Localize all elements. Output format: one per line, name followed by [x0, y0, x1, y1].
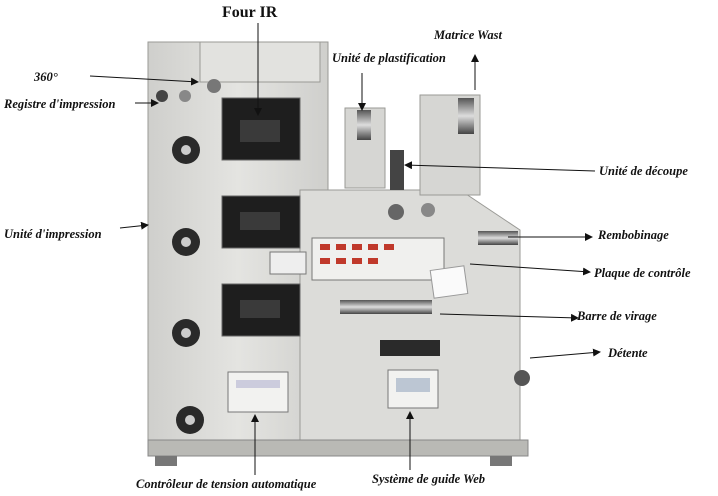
- control-panel: [269, 237, 469, 299]
- label-360: 360°: [34, 70, 58, 84]
- four-ir-label: Four IR: [222, 4, 278, 21]
- label-unite-impression: Unité d'impression: [4, 227, 102, 241]
- label-barre-virage: Barre de virage: [577, 309, 657, 323]
- label-unite-decoupe: Unité de découpe: [599, 164, 688, 178]
- label-guide-web: Système de guide Web: [372, 472, 486, 486]
- label-rembobinage: Rembobinage: [598, 228, 669, 242]
- label-plaque-controle: Plaque de contrôle: [594, 266, 691, 280]
- handwheels: [156, 79, 221, 434]
- label-detente: Détente: [608, 346, 648, 360]
- label-matrice-wast: Matrice Wast: [434, 28, 502, 42]
- label-controleur-tension: Contrôleur de tension automatique: [136, 477, 317, 491]
- print-unit-windows: [221, 97, 301, 337]
- callout-arrows: [89, 23, 601, 475]
- label-plastification: Unité de plastification: [332, 51, 446, 65]
- controller-boxes: [227, 369, 439, 413]
- rollers: [340, 98, 530, 386]
- label-registre-impression: Registre d'impression: [4, 97, 116, 111]
